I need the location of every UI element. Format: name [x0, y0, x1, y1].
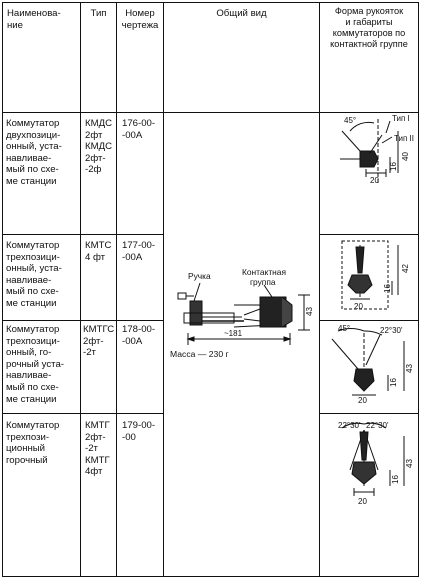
- table-border-bottom: [2, 576, 419, 578]
- row-3-dim-c: 20: [358, 396, 367, 405]
- row-4-dim-a: 43: [405, 459, 414, 468]
- header-general-view: Общий вид: [216, 8, 267, 19]
- row-1-dim-c: 20: [370, 176, 379, 185]
- table-border-right: [418, 2, 420, 577]
- row-3-dim-b: 16: [389, 378, 398, 387]
- row-3-angle-1: 45°: [338, 324, 350, 333]
- row-4-angle-1: 22°30': [338, 421, 361, 430]
- row-4-name: Коммутатор трехпози- ционный горочный: [6, 420, 60, 466]
- length-dimension: ~181: [224, 329, 243, 338]
- row-divider-3-shape: [319, 413, 419, 415]
- row-1-angle: 45°: [344, 116, 356, 125]
- general-view-drawing: Ручка Контактная группа 43 ~181 Масса — …: [170, 267, 314, 359]
- header-handle-shape: Форма рукояток и габариты коммутаторов п…: [330, 6, 408, 49]
- row-divider-1-shape: [319, 234, 419, 236]
- row-1-type-1: Тип I: [392, 114, 410, 123]
- table-border-left: [2, 2, 4, 577]
- row-4-handle-figure: 22°30' 22°30' 43 16 20: [338, 421, 414, 506]
- row-1-type-2: Тип II: [394, 134, 414, 143]
- row-3-dim-a: 43: [405, 364, 414, 373]
- row-4-drawing: 179-00- -00: [122, 420, 156, 443]
- column-divider-drawing-view: [163, 2, 165, 577]
- row-2-dim-b: 16: [383, 284, 392, 293]
- handle-label: Ручка: [188, 271, 211, 281]
- row-divider-2-name: [2, 320, 163, 322]
- row-4-type: КМТГ 2фт- -2т КМТГ 4фт: [85, 420, 110, 478]
- mass-label: Масса — 230 г: [170, 349, 229, 359]
- header-type: Тип: [90, 8, 107, 19]
- row-1-dim-b: 16: [389, 162, 398, 171]
- header-bottom-line: [2, 112, 419, 114]
- row-divider-2-shape: [319, 320, 419, 322]
- row-1-dim-a: 40: [401, 152, 410, 161]
- column-divider-type-drawing: [116, 2, 118, 577]
- row-3-handle-figure: 45° 22°30' 43 16 20: [331, 324, 414, 405]
- row-4-dim-b: 16: [391, 475, 400, 484]
- row-3-angle-2: 22°30': [380, 326, 403, 335]
- contact-group-label-2: группа: [250, 277, 276, 287]
- contact-group-label-1: Контактная: [242, 267, 286, 277]
- row-divider-3-name: [2, 413, 163, 415]
- table-border-top: [2, 2, 419, 4]
- column-divider-view-shape: [319, 2, 321, 577]
- row-2-drawing: 177-00- -00А: [122, 240, 156, 263]
- row-3-type: КМТГС 2фт- -2т: [83, 324, 115, 359]
- row-4-dim-c: 20: [358, 497, 367, 506]
- row-2-dim-c: 20: [354, 302, 363, 311]
- row-4-angle-2: 22°30': [366, 421, 389, 430]
- row-3-drawing: 178-00- -00А: [122, 324, 156, 347]
- row-2-dim-a: 42: [401, 264, 410, 273]
- row-3-name: Коммутатор трехпозици- онный, го- рочный…: [6, 324, 64, 405]
- row-2-handle-figure: 42 16 20: [341, 240, 410, 311]
- row-1-handle-figure: 45° Тип I Тип II 40 16 20: [340, 114, 414, 185]
- row-2-type: КМТС 4 фт: [85, 240, 112, 263]
- header-name: Наименова- ние: [7, 8, 61, 31]
- row-1-name: Коммутатор двухпозици- онный, уста- навл…: [6, 118, 62, 187]
- header-drawing: Номер чертежа: [121, 8, 159, 31]
- row-2-name: Коммутатор трехпозици- онный, уста- навл…: [6, 240, 62, 309]
- row-divider-1-name: [2, 234, 163, 236]
- row-1-drawing: 176-00- -00А: [122, 118, 156, 141]
- row-1-type: КМДС 2фт КМДС 2фт- -2ф: [85, 118, 113, 176]
- height-dimension: 43: [305, 307, 314, 316]
- column-divider-name-type: [80, 2, 82, 577]
